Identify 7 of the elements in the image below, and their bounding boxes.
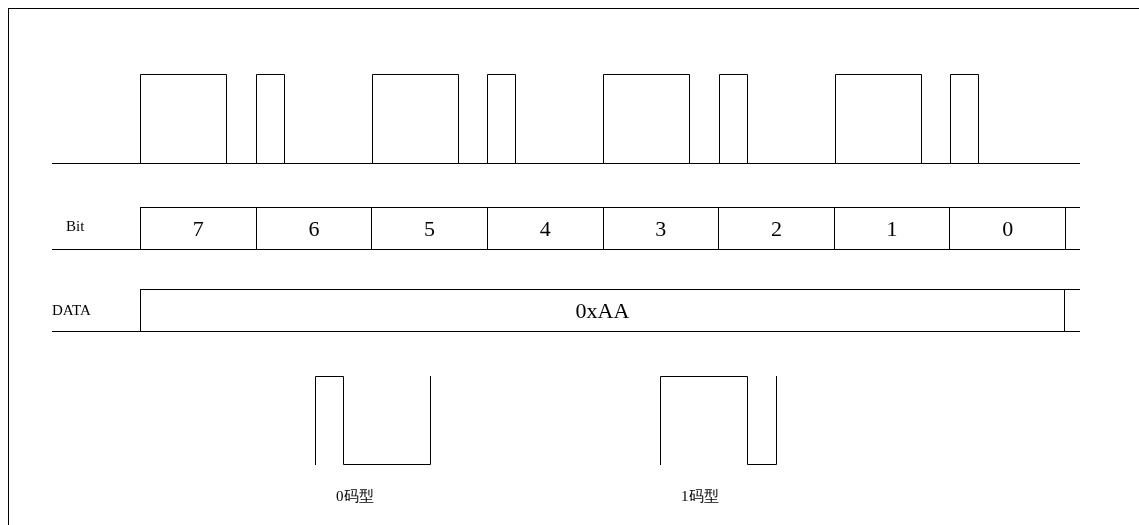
- bit-field: 7: [140, 207, 257, 250]
- waveform-caption: 1码型: [681, 487, 719, 506]
- bit-field: 0: [949, 207, 1066, 250]
- row-label: DATA: [52, 302, 91, 319]
- row-label: Bit: [66, 218, 85, 235]
- data-bar: 0xAA: [140, 289, 1065, 332]
- waveform-caption: 0码型: [336, 487, 374, 506]
